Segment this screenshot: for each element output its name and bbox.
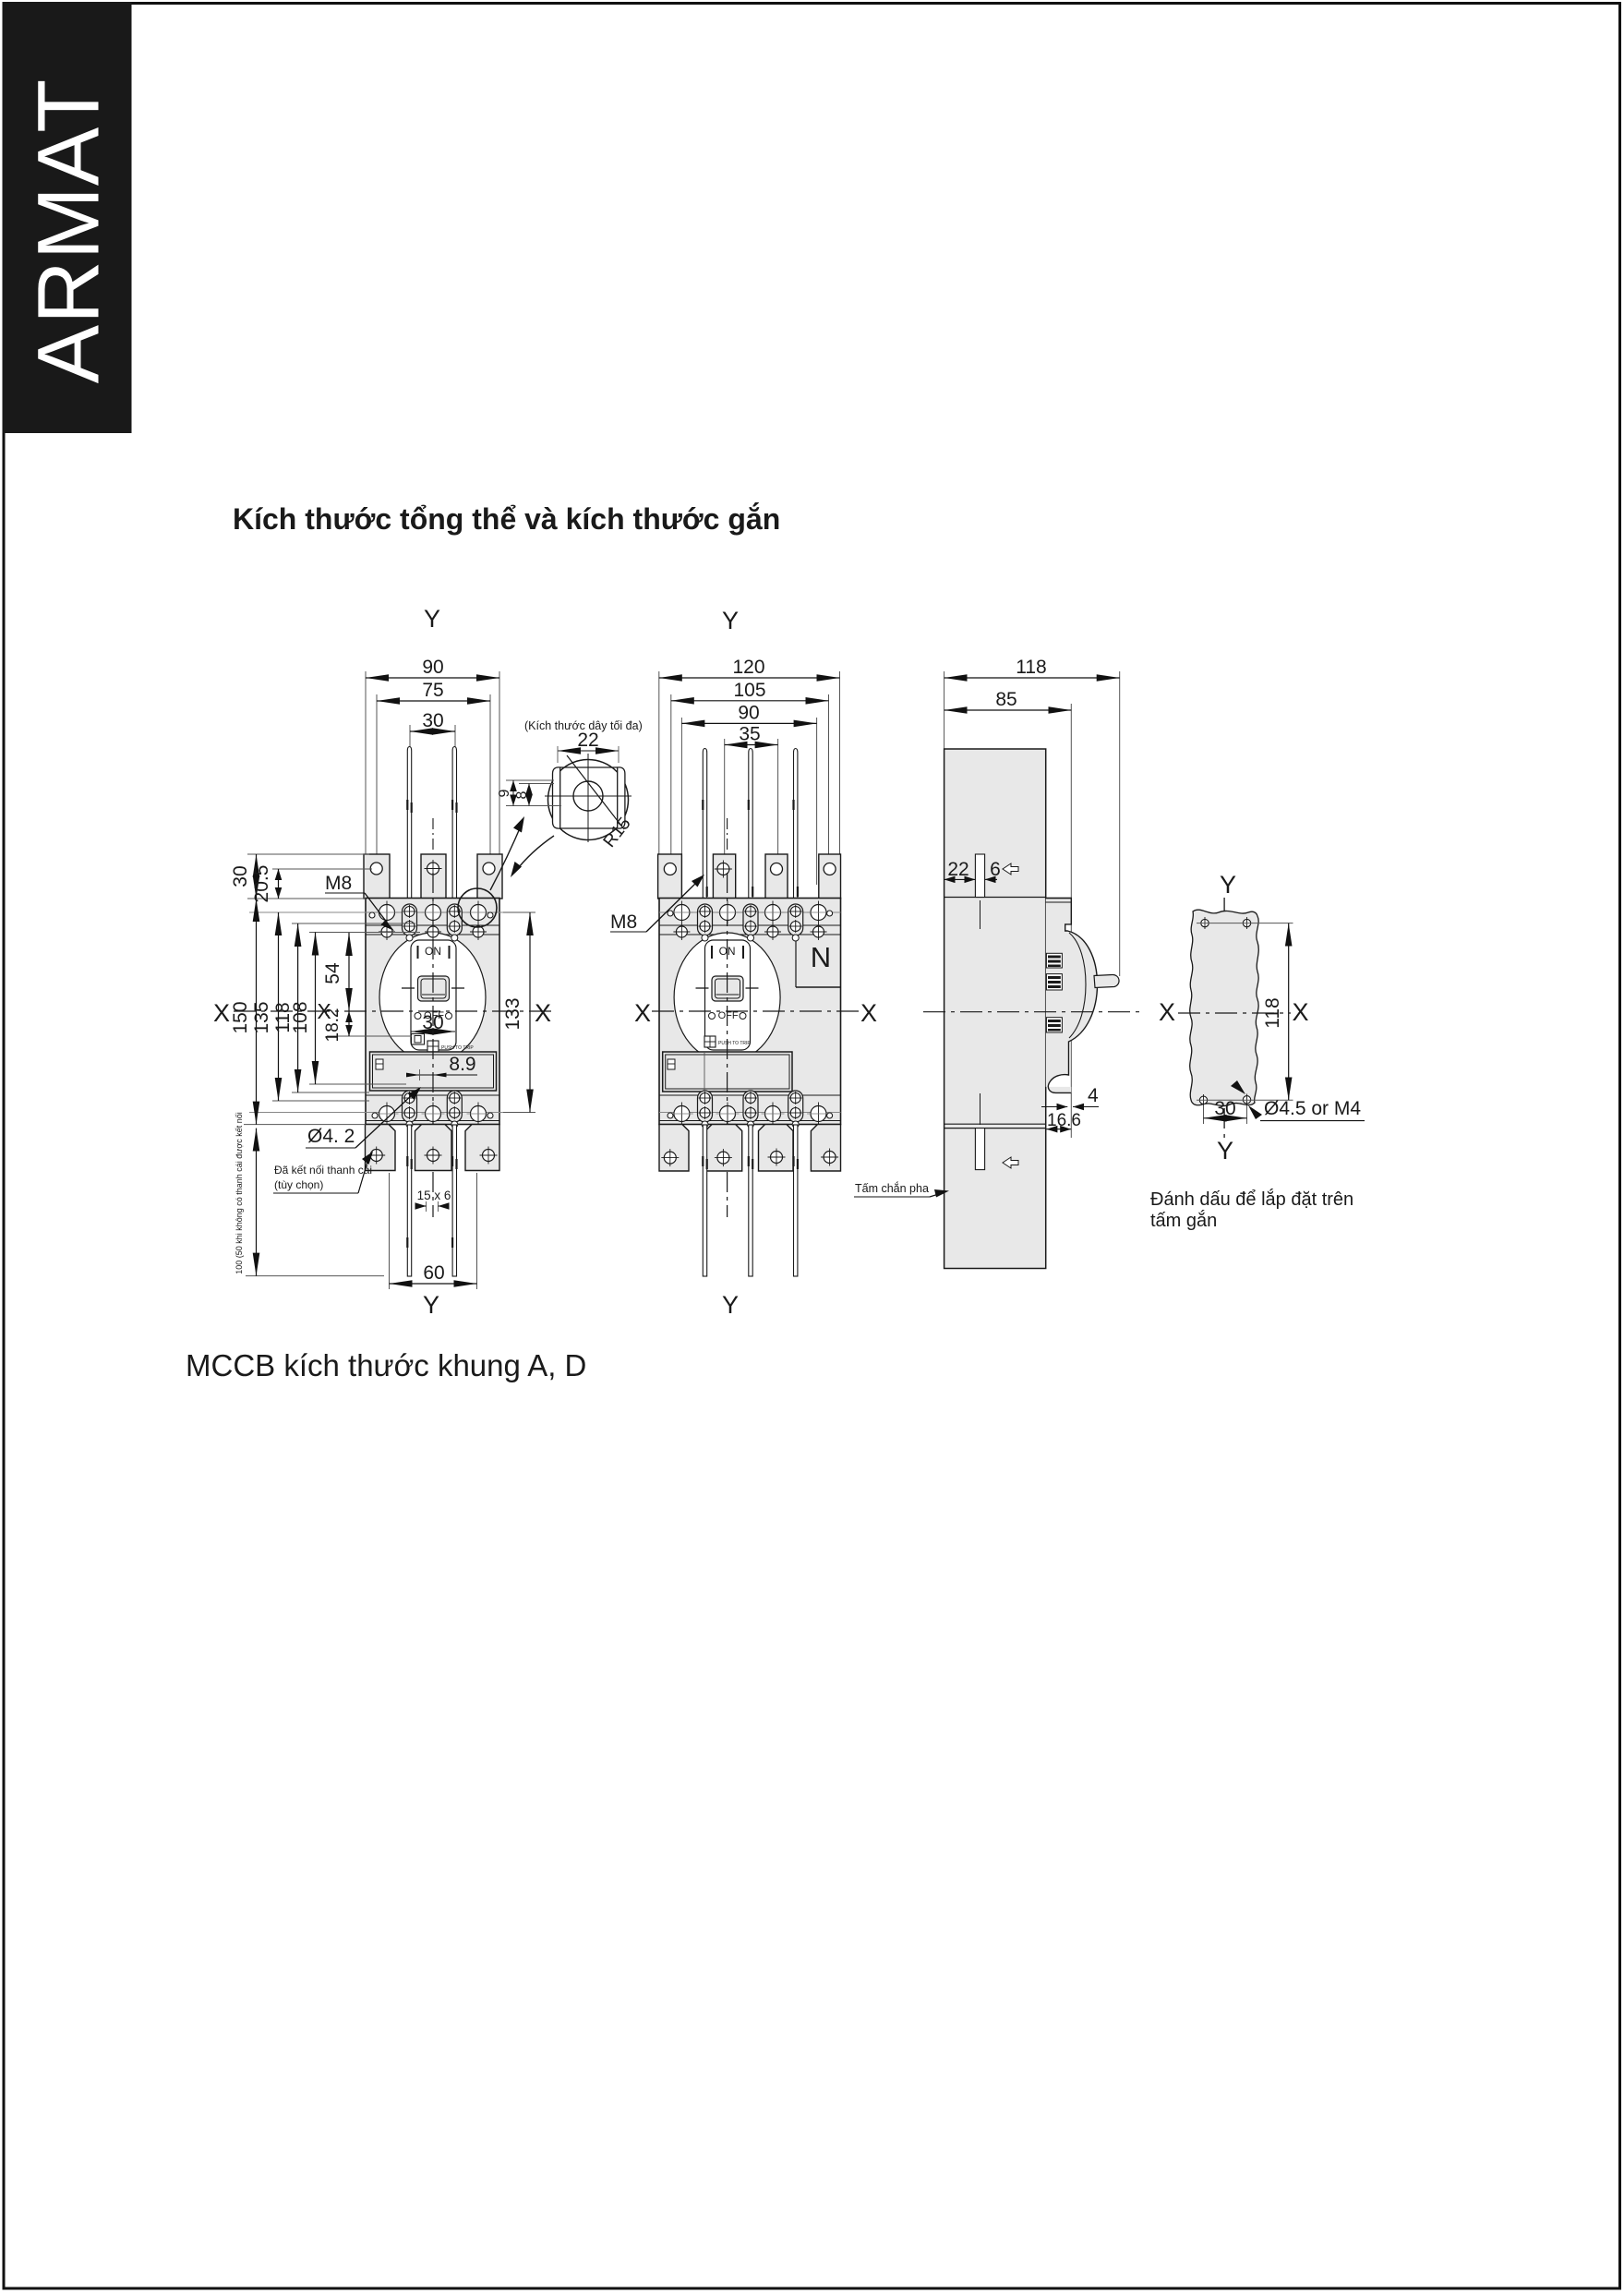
svg-text:54: 54 (322, 962, 343, 984)
svg-text:105: 105 (733, 680, 765, 701)
svg-text:(Kích thước dây tối đa): (Kích thước dây tối đa) (524, 719, 643, 732)
svg-text:30: 30 (1214, 1098, 1235, 1119)
svg-text:Ø4. 2: Ø4. 2 (307, 1126, 355, 1147)
svg-text:Y: Y (722, 607, 739, 634)
svg-text:X: X (1159, 998, 1175, 1026)
svg-text:tấm gắn: tấm gắn (1150, 1210, 1217, 1231)
svg-text:M8: M8 (325, 873, 352, 894)
svg-text:X: X (535, 999, 551, 1027)
svg-text:Ø4.5 or M4: Ø4.5 or M4 (1264, 1098, 1361, 1119)
svg-text:9: 9 (497, 789, 512, 797)
svg-text:Y: Y (1217, 1137, 1233, 1165)
svg-text:Y: Y (423, 1291, 439, 1319)
svg-text:30: 30 (422, 710, 443, 731)
svg-text:M8: M8 (610, 911, 637, 933)
svg-text:22: 22 (947, 859, 968, 880)
svg-text:8.9: 8.9 (449, 1054, 475, 1075)
svg-text:75: 75 (422, 680, 443, 701)
svg-text:(tùy chọn): (tùy chọn) (274, 1178, 323, 1191)
svg-text:PUSH TO TRIP: PUSH TO TRIP (441, 1045, 474, 1051)
svg-text:20.5: 20.5 (251, 865, 272, 903)
svg-text:100 (50 khi không có thanh cái: 100 (50 khi không có thanh cái được kết … (235, 1112, 244, 1274)
svg-text:Y: Y (424, 605, 440, 633)
svg-text:90: 90 (422, 657, 443, 678)
svg-text:OFF: OFF (718, 1010, 739, 1021)
svg-text:Đánh dấu để lắp đặt trên: Đánh dấu để lắp đặt trên (1150, 1189, 1353, 1210)
svg-text:22: 22 (577, 730, 598, 751)
svg-text:N: N (811, 941, 831, 973)
svg-text:120: 120 (732, 657, 764, 678)
svg-text:133: 133 (502, 997, 523, 1030)
svg-text:35: 35 (739, 724, 760, 745)
svg-text:OFF: OFF (424, 1010, 444, 1021)
svg-text:118: 118 (1016, 657, 1046, 678)
svg-text:ARMAT: ARMAT (19, 78, 117, 383)
svg-text:16.6: 16.6 (1047, 1111, 1081, 1130)
svg-text:X: X (860, 999, 877, 1027)
svg-text:135: 135 (251, 1001, 272, 1033)
svg-text:Tấm chắn pha: Tấm chắn pha (855, 1181, 929, 1195)
svg-text:PUSH TO TRIP: PUSH TO TRIP (718, 1041, 751, 1046)
svg-text:Đã kết nối thanh cái: Đã kết nối thanh cái (274, 1164, 372, 1177)
svg-text:60: 60 (423, 1262, 444, 1284)
svg-text:18.2: 18.2 (323, 1008, 343, 1043)
svg-text:118: 118 (272, 1002, 294, 1032)
svg-text:Kích thước tổng thể và kích th: Kích thước tổng thể và kích thước gắn (233, 502, 780, 536)
svg-text:Y: Y (722, 1291, 739, 1319)
svg-text:15 x 6: 15 x 6 (417, 1189, 451, 1202)
svg-text:Y: Y (1220, 871, 1236, 899)
svg-text:X: X (213, 999, 230, 1027)
svg-text:150: 150 (230, 1001, 251, 1033)
svg-text:4: 4 (1088, 1085, 1099, 1106)
svg-text:6: 6 (990, 859, 1001, 880)
svg-text:30: 30 (230, 865, 251, 887)
svg-text:MCCB kích thước khung A, D: MCCB kích thước khung A, D (186, 1348, 586, 1382)
svg-text:108: 108 (290, 1001, 311, 1033)
svg-text:85: 85 (995, 689, 1017, 710)
svg-text:X: X (634, 999, 651, 1027)
svg-text:X: X (1292, 998, 1308, 1026)
svg-text:8: 8 (514, 790, 530, 799)
svg-text:90: 90 (738, 702, 759, 723)
